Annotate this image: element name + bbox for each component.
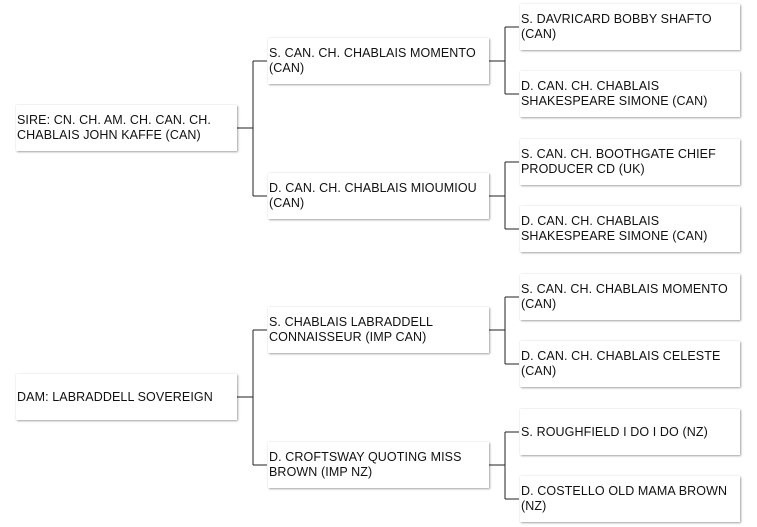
dd-dam-box: D. COSTELLO OLD MAMA BROWN (NZ) <box>520 476 740 522</box>
sire-sire-box: S. CAN. CH. CHABLAIS MOMENTO (CAN) <box>268 38 489 84</box>
ds-sire-name: S. CAN. CH. CHABLAIS MOMENTO (CAN) <box>521 282 728 311</box>
dam-dam-box: D. CROFTSWAY QUOTING MISS BROWN (IMP NZ) <box>268 442 489 488</box>
sire-box: SIRE: CN. CH. AM. CH. CAN. CH. CHABLAIS … <box>16 105 237 151</box>
dam-name: DAM: LABRADDELL SOVEREIGN <box>17 390 213 404</box>
sire-sire-name: S. CAN. CH. CHABLAIS MOMENTO (CAN) <box>269 46 476 75</box>
ds-sire-box: S. CAN. CH. CHABLAIS MOMENTO (CAN) <box>520 274 740 320</box>
sd-sire-name: S. CAN. CH. BOOTHGATE CHIEF PRODUCER CD … <box>521 147 716 176</box>
ds-dam-box: D. CAN. CH. CHABLAIS CELESTE (CAN) <box>520 341 740 387</box>
ss-dam-box: D. CAN. CH. CHABLAIS SHAKESPEARE SIMONE … <box>520 71 740 117</box>
sire-name: SIRE: CN. CH. AM. CH. CAN. CH. CHABLAIS … <box>17 113 211 142</box>
dam-sire-box: S. CHABLAIS LABRADDELL CONNAISSEUR (IMP … <box>268 307 489 353</box>
sire-dam-box: D. CAN. CH. CHABLAIS MIOUMIOU (CAN) <box>268 173 489 219</box>
dd-sire-name: S. ROUGHFIELD I DO I DO (NZ) <box>521 425 708 439</box>
sd-dam-name: D. CAN. CH. CHABLAIS SHAKESPEARE SIMONE … <box>521 214 708 243</box>
ds-dam-name: D. CAN. CH. CHABLAIS CELESTE (CAN) <box>521 349 721 378</box>
dam-box: DAM: LABRADDELL SOVEREIGN <box>16 374 237 420</box>
ss-sire-name: S. DAVRICARD BOBBY SHAFTO (CAN) <box>521 12 712 41</box>
dam-sire-name: S. CHABLAIS LABRADDELL CONNAISSEUR (IMP … <box>269 315 433 344</box>
ss-dam-name: D. CAN. CH. CHABLAIS SHAKESPEARE SIMONE … <box>521 79 708 108</box>
sd-sire-box: S. CAN. CH. BOOTHGATE CHIEF PRODUCER CD … <box>520 139 740 185</box>
sire-dam-name: D. CAN. CH. CHABLAIS MIOUMIOU (CAN) <box>269 181 477 210</box>
dd-dam-name: D. COSTELLO OLD MAMA BROWN (NZ) <box>521 484 728 513</box>
sd-dam-box: D. CAN. CH. CHABLAIS SHAKESPEARE SIMONE … <box>520 206 740 252</box>
ss-sire-box: S. DAVRICARD BOBBY SHAFTO (CAN) <box>520 4 740 50</box>
dam-dam-name: D. CROFTSWAY QUOTING MISS BROWN (IMP NZ) <box>269 450 462 479</box>
dd-sire-box: S. ROUGHFIELD I DO I DO (NZ) <box>520 409 740 455</box>
